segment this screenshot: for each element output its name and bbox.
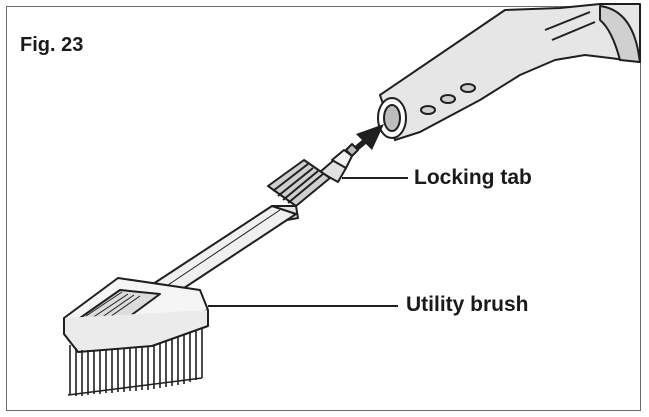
- brush-wand: [149, 205, 297, 293]
- locking-tab-connector: [319, 143, 359, 183]
- figure-label: Fig. 23: [20, 34, 84, 56]
- locking-tab-label: Locking tab: [414, 166, 532, 189]
- spray-gun-handle: [377, 3, 641, 141]
- callout-leaders: [208, 177, 408, 307]
- utility-brush-label: Utility brush: [406, 293, 529, 316]
- utility-brush-head: [63, 277, 209, 396]
